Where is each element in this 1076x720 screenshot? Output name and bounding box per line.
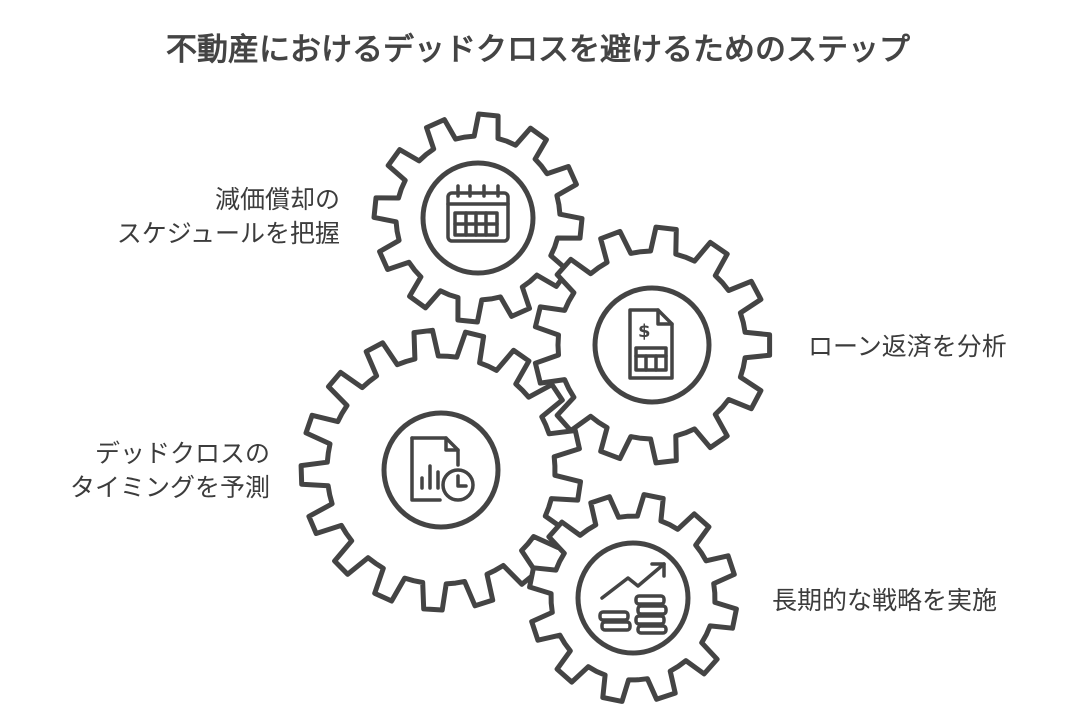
step-label-line: デッドクロスの xyxy=(94,439,270,468)
calendar-icon xyxy=(446,184,510,243)
gear-depreciation-hub xyxy=(420,160,536,276)
step-label-strategy: 長期的な戦略を実施 xyxy=(772,584,997,618)
step-label-line: タイミングを予測 xyxy=(69,473,270,502)
gear-loan-hub xyxy=(592,285,712,405)
growth-coins-icon xyxy=(598,562,668,635)
step-label-loan: ローン返済を分析 xyxy=(808,330,1007,364)
svg-text:$: $ xyxy=(638,321,651,342)
invoice-dollar-icon: $ xyxy=(628,308,674,380)
gear-strategy-hub xyxy=(575,540,691,656)
step-label-line: ローン返済を分析 xyxy=(808,332,1007,361)
step-label-line: スケジュールを把握 xyxy=(116,219,340,248)
page-title: 不動産におけるデッドクロスを避けるためのステップ xyxy=(166,32,910,68)
step-label-line: 減価償却の xyxy=(214,185,340,214)
step-label-predict: デッドクロスの タイミングを予測 xyxy=(70,437,270,505)
step-label-depreciation: 減価償却の スケジュールを把握 xyxy=(117,183,340,251)
step-label-line: 長期的な戦略を実施 xyxy=(772,586,998,615)
gear-predict-hub xyxy=(381,410,501,530)
chart-clock-icon xyxy=(410,436,475,502)
